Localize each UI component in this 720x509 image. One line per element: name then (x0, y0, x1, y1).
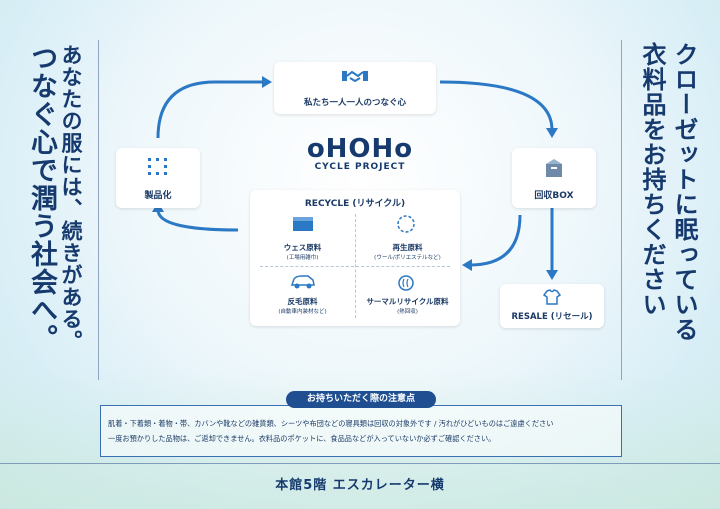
resale-label: RESALE (リセール) (511, 312, 593, 322)
recycled-fiber-name: 再生原料 (392, 243, 423, 252)
thermal-recycle-name: サーマルリサイクル原料 (366, 297, 449, 306)
handshake-icon (342, 68, 368, 84)
waste-cloth-icon (292, 215, 314, 237)
productization-box: 製品化 (116, 148, 200, 208)
right-slogan-line2: 衣料品をお持ちください (638, 42, 666, 317)
thermal-recycle-icon (396, 274, 416, 296)
footer-divider (0, 463, 720, 464)
notes-line-2: 一度お預かりした品物は、ご返却できません。衣料品のポケットに、食品品などが入って… (108, 434, 496, 443)
recycle-title: RECYCLE (リサイクル) (304, 199, 406, 209)
recycle-panel: RECYCLE (リサイクル) ウェス原料 (工場用雑巾) 再生原料 (ウール/… (250, 190, 460, 326)
recycled-fiber-sub: (ウール/ポリエステルなど) (374, 255, 441, 261)
logo: oHOHo CYCLE PROJECT (290, 136, 430, 172)
collection-box: 回収BOX (512, 148, 596, 208)
left-slogan-line1: あなたの服には、続きがある。 (59, 44, 83, 352)
shoddy-sub: (自動車内装材など) (278, 309, 327, 315)
recycled-fiber-icon (395, 214, 417, 238)
thermal-recycle-sub: (熱回収) (397, 309, 418, 315)
left-divider (98, 40, 99, 380)
waste-cloth-name: ウェス原料 (283, 243, 322, 252)
car-icon (290, 274, 316, 294)
right-divider (621, 40, 622, 380)
notes-title: お持ちいただく際の注意点 (286, 391, 436, 408)
left-slogan-line2: つなぐ心で潤う社会へ。 (26, 44, 57, 352)
shoddy-name: 反毛原料 (287, 297, 318, 306)
recycle-h-divider (260, 266, 450, 267)
right-slogan-line1: クローゼットに眠っている (670, 42, 698, 342)
collection-box-icon (544, 156, 564, 182)
collection-box-label: 回収BOX (534, 191, 574, 201)
notes-line-1: 肌着・下着類・着物・帯、カバンや靴などの雑貨類、シーツや布団などの寝具類は回収の… (108, 419, 554, 428)
productization-label: 製品化 (144, 191, 172, 201)
logo-subtitle: CYCLE PROJECT (314, 162, 406, 172)
location-footer: 本館5階 エスカレーター横 (275, 478, 445, 493)
waste-cloth-sub: (工場用雑巾) (286, 255, 319, 261)
notes-box (100, 405, 622, 457)
grid-dots-icon (148, 158, 168, 180)
heart-connect-box: 私たち一人一人のつなぐ心 (274, 62, 436, 114)
logo-mark: oHOHo (306, 134, 414, 164)
resale-box: RESALE (リセール) (500, 284, 604, 328)
heart-connect-label: 私たち一人一人のつなぐ心 (303, 98, 406, 108)
shirt-icon (542, 289, 562, 309)
